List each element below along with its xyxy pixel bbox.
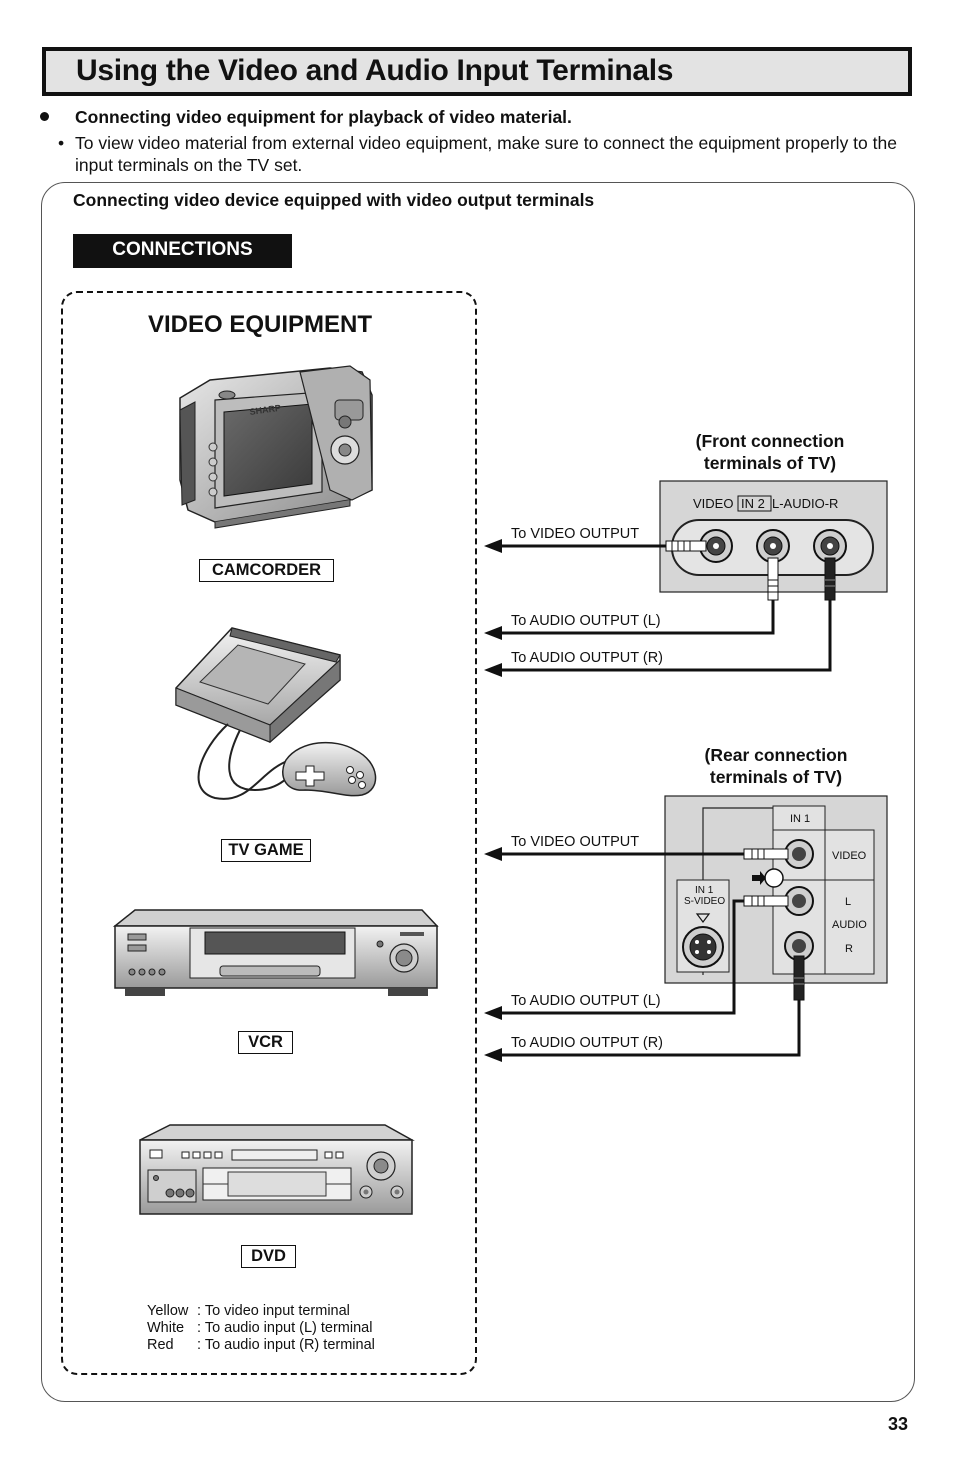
arrow-left-icon: [484, 626, 502, 640]
bullet-dot-icon: [40, 112, 49, 121]
svg-text:IN 2: IN 2: [741, 496, 765, 511]
front-audio-r-jack-icon: [813, 529, 847, 563]
vcr-icon: [112, 909, 439, 996]
sub-bullet: • To view video material from external v…: [58, 132, 928, 176]
front-audio-r-output-label: To AUDIO OUTPUT (R): [511, 650, 663, 666]
rear-video-jack-icon: [784, 839, 814, 869]
front-audio-l-output-label: To AUDIO OUTPUT (L): [511, 613, 661, 629]
dvd-label: DVD: [241, 1245, 296, 1268]
svg-text:L-AUDIO-R: L-AUDIO-R: [772, 496, 838, 511]
front-terminal-panel: VIDEO IN 2 L-AUDIO-R: [659, 480, 888, 601]
page-title: Using the Video and Audio Input Terminal…: [76, 54, 674, 87]
rear-cables: [500, 852, 801, 1057]
arrow-left-icon: [484, 847, 502, 861]
svg-text:IN 1: IN 1: [790, 813, 810, 825]
arrow-left-icon: [484, 539, 502, 553]
arrow-left-icon: [484, 663, 502, 677]
front-panel-caption: (Front connection terminals of TV): [695, 431, 845, 473]
svg-text:SHARP: SHARP: [249, 403, 282, 417]
game-console-icon: [175, 627, 377, 800]
svideo-jack-icon: [682, 926, 724, 968]
rear-video-output-label: To VIDEO OUTPUT: [511, 834, 640, 850]
vcr-label: VCR: [238, 1031, 293, 1054]
section-heading: Connecting video device equipped with vi…: [73, 190, 595, 210]
video-equipment-heading: VIDEO EQUIPMENT: [148, 311, 373, 338]
arrow-left-icon: [484, 1048, 502, 1062]
front-audio-l-jack-icon: [756, 529, 790, 563]
rear-audio-l-jack-icon: [784, 886, 814, 916]
svg-text:VIDEO: VIDEO: [693, 496, 733, 511]
dvd-player-icon: [139, 1124, 415, 1215]
rear-terminal-panel: IN 1 VIDEO L AUDIO R IN 1 S-VIDEO: [664, 795, 888, 1001]
sub-bullet-mark: •: [58, 133, 65, 153]
camcorder-icon: SHARP: [179, 365, 373, 529]
camcorder-label: CAMCORDER: [199, 559, 334, 582]
svg-text:S-VIDEO: S-VIDEO: [684, 896, 725, 907]
page-number: 33: [888, 1414, 909, 1434]
bullet-heading: Connecting video equipment for playback …: [40, 107, 572, 128]
svg-text:IN 1: IN 1: [695, 885, 714, 896]
rear-audio-r-output-label: To AUDIO OUTPUT (R): [511, 1035, 663, 1051]
cable-color-legend: Yellow: To video input terminal White: T…: [147, 1303, 375, 1354]
arrow-right-icon: [752, 871, 766, 885]
triangle-marker-icon: [695, 913, 711, 923]
sub-bullet-text: To view video material from external vid…: [75, 133, 897, 175]
bullet-heading-text: Connecting video equipment for playback …: [75, 107, 572, 127]
svg-text:AUDIO: AUDIO: [832, 919, 867, 931]
title-bar: Using the Video and Audio Input Terminal…: [42, 47, 912, 96]
rear-arrows: [484, 847, 502, 1062]
connections-label: CONNECTIONS: [73, 234, 292, 268]
legend-row: Red: To audio input (R) terminal: [147, 1337, 375, 1353]
arrow-left-icon: [484, 1006, 502, 1020]
svg-text:R: R: [845, 943, 853, 955]
front-cables: [500, 544, 832, 672]
front-video-output-label: To VIDEO OUTPUT: [511, 526, 640, 542]
front-arrows: [484, 539, 502, 677]
rear-audio-r-jack-icon: [784, 931, 814, 961]
svg-text:VIDEO: VIDEO: [832, 850, 867, 862]
connection-section-box: [41, 182, 915, 1402]
video-equipment-box: [61, 291, 477, 1375]
rear-panel-caption: (Rear connection terminals of TV): [704, 745, 848, 787]
rear-audio-l-output-label: To AUDIO OUTPUT (L): [511, 993, 661, 1009]
legend-row: Yellow: To video input terminal: [147, 1303, 350, 1319]
svg-text:L: L: [845, 896, 851, 908]
tv-game-label: TV GAME: [221, 839, 311, 862]
monitor-out-jack-icon: [752, 868, 784, 888]
legend-row: White: To audio input (L) terminal: [147, 1320, 373, 1336]
